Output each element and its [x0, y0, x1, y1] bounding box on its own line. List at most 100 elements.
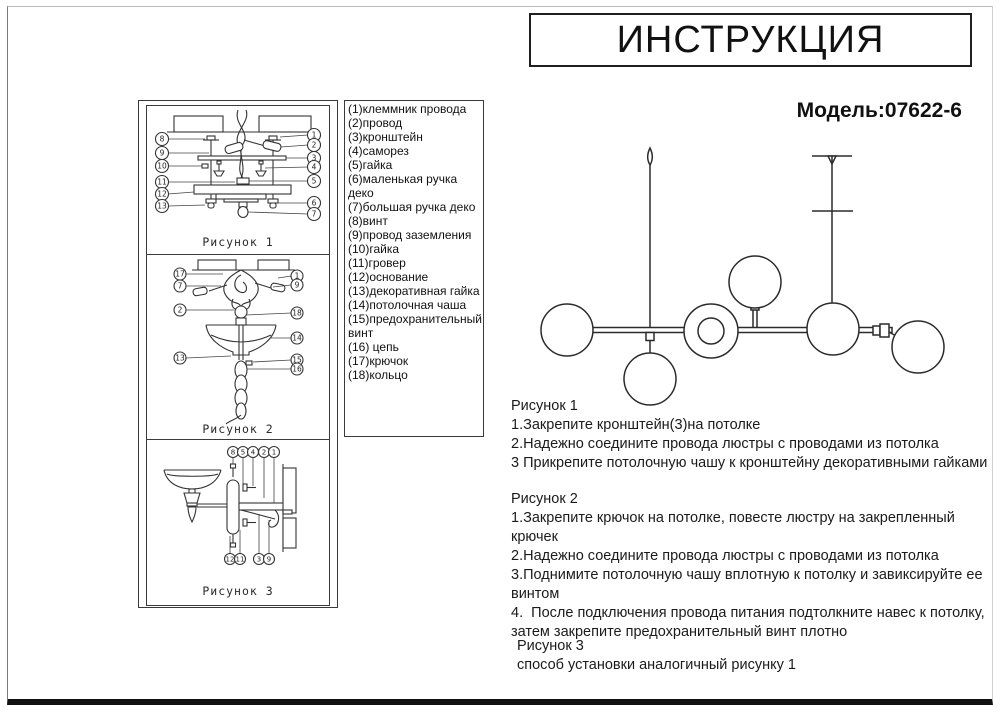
svg-text:1: 1 — [312, 131, 317, 140]
chandelier-diagram — [540, 146, 945, 406]
lamp-socket — [183, 492, 201, 524]
safety-screw — [245, 360, 253, 366]
part-item: (16) цепь — [348, 340, 399, 354]
part-item: (6)маленькая ручка деко — [348, 172, 458, 200]
instructions-heading: Рисунок 1 — [511, 398, 578, 414]
wall-hatch — [282, 464, 297, 552]
part-item: (9)провод заземления — [348, 228, 472, 242]
screws — [213, 160, 267, 177]
part-item: (7)большая ручка деко — [348, 200, 476, 214]
decorative-nuts — [205, 198, 279, 209]
svg-text:11: 11 — [157, 178, 167, 187]
glass-globes — [540, 255, 945, 406]
svg-text:17: 17 — [175, 270, 185, 279]
leader-lines — [167, 134, 309, 215]
svg-text:5: 5 — [241, 449, 245, 457]
svg-text:4: 4 — [312, 163, 317, 172]
instruction-step: 1.Закрепите кронштейн(3)на потолке — [511, 417, 761, 433]
figure2-panel: 17 7 2 13 1 9 18 14 15 16 Рисунок 2 — [146, 254, 330, 440]
part-item: (15)предохранительный винт — [348, 312, 482, 340]
instruction-step: 3 Прикрепите потолочную чашу к кронштейн… — [511, 455, 988, 471]
part-item: (17)крючок — [348, 354, 409, 368]
wire-terminal-caps — [192, 282, 286, 297]
figure1-diagram: 8 9 10 11 12 13 1 2 3 4 5 6 7 — [154, 109, 322, 222]
figure3-diagram: 8 5 4 2 1 12 11 3 9 — [163, 445, 297, 566]
leader-lines — [185, 273, 292, 370]
svg-text:2: 2 — [178, 306, 183, 315]
part-item: (10)гайка — [348, 242, 400, 256]
svg-text:7: 7 — [178, 282, 183, 291]
instruction-step: 2.Надежно соедините провода люстры с про… — [511, 548, 939, 564]
ceiling-rod-right — [812, 155, 853, 327]
part-item: (4)саморез — [348, 144, 409, 158]
figure2-diagram: 17 7 2 13 1 9 18 14 15 16 — [173, 259, 304, 425]
svg-text:16: 16 — [292, 365, 302, 374]
svg-text:9: 9 — [295, 281, 300, 290]
part-item: (14)потолочная чаша — [348, 298, 467, 312]
svg-text:5: 5 — [312, 177, 317, 186]
svg-text:9: 9 — [267, 556, 271, 564]
center-rod — [238, 325, 244, 360]
title-box: ИНСТРУКЦИЯ — [529, 13, 972, 67]
svg-text:1: 1 — [295, 272, 300, 281]
instruction-step: 1.Закрепите крючок на потолке, повесте л… — [511, 510, 959, 545]
wire-connector — [236, 177, 250, 185]
instructions-figure1: Рисунок 1 1.Закрепите кронштейн(3)на пот… — [511, 397, 989, 473]
ceiling-cup — [205, 324, 277, 356]
part-item: (5)гайка — [348, 158, 393, 172]
svg-text:8: 8 — [160, 135, 165, 144]
lamp-arm — [197, 503, 227, 508]
instruction-step: 2.Надежно соедините провода люстры с про… — [511, 436, 939, 452]
model-label: Модель:07622-6 — [796, 99, 962, 122]
svg-text:1: 1 — [272, 449, 276, 457]
callouts-left: 8 9 10 11 12 13 — [154, 131, 170, 214]
hanging-ball — [234, 305, 248, 326]
svg-text:2: 2 — [312, 141, 317, 150]
parts-list-box: (1)клеммник провода (2)провод (3)кронште… — [344, 100, 484, 437]
svg-text:4: 4 — [251, 449, 256, 457]
svg-text:2: 2 — [262, 449, 266, 457]
instruction-step: 4. После подключения провода питания под… — [511, 605, 989, 640]
figures-column: 8 9 10 11 12 13 1 2 3 4 5 6 7 Рисунок 1 — [138, 100, 338, 608]
svg-text:3: 3 — [257, 556, 261, 564]
svg-text:9: 9 — [160, 149, 165, 158]
svg-text:14: 14 — [292, 334, 302, 343]
wire-terminal-caps — [224, 140, 282, 155]
callouts-bottom: 12 11 3 9 — [223, 552, 276, 566]
figure3-caption: Рисунок 3 — [202, 584, 274, 598]
figure1-panel: 8 9 10 11 12 13 1 2 3 4 5 6 7 Рисунок 1 — [146, 105, 330, 255]
ceiling-hatch — [192, 259, 295, 271]
lamp-shade-bowl — [163, 469, 222, 494]
part-item: (13)декоративная гайка — [348, 284, 480, 298]
part-item: (12)основание — [348, 270, 429, 284]
part-item: (11)гровер — [348, 256, 406, 270]
instructions-heading: Рисунок 2 — [511, 491, 578, 507]
ceiling-rod-left — [647, 146, 653, 327]
instruction-step: способ установки аналогичный рисунку 1 — [517, 657, 796, 673]
svg-text:8: 8 — [231, 449, 235, 457]
instruction-step: 3.Поднимите потолочную чашу вплотную к п… — [511, 567, 987, 602]
svg-text:7: 7 — [312, 210, 317, 219]
wall-bracket — [238, 502, 293, 528]
svg-text:6: 6 — [312, 199, 317, 208]
ceiling-hook — [223, 269, 259, 310]
part-item: (18)кольцо — [348, 368, 408, 382]
svg-text:11: 11 — [236, 556, 245, 564]
figure1-caption: Рисунок 1 — [202, 235, 274, 249]
svg-text:3: 3 — [312, 154, 317, 163]
ceiling-canopy — [193, 184, 292, 203]
figure3-panel: 8 5 4 2 1 12 11 3 9 Рисунок 3 — [146, 439, 330, 606]
backplate — [226, 479, 240, 535]
part-item: (2)провод — [348, 116, 403, 130]
ceiling-hatch — [167, 115, 317, 133]
leader-lines-bottom — [229, 514, 270, 554]
svg-text:10: 10 — [157, 162, 167, 171]
callouts-top: 8 5 4 2 1 — [226, 445, 281, 459]
instructions-heading: Рисунок 3 — [517, 638, 584, 654]
leader-lines-top — [232, 457, 275, 504]
part-item: (3)кронштейн — [348, 130, 423, 144]
part-item: (8)винт — [348, 214, 388, 228]
svg-text:15: 15 — [292, 356, 302, 365]
center-finial — [237, 201, 249, 219]
